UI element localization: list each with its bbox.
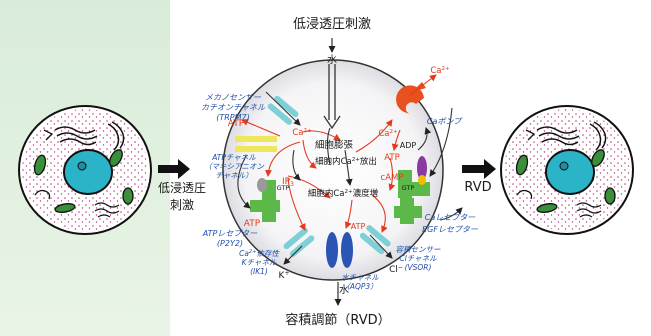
egf-receptor-label: EGFレセプター — [422, 225, 479, 234]
ca-pump-label: Caポンプ — [427, 117, 463, 126]
rvd-right-label: RVD — [464, 180, 491, 195]
left-cell-illustration — [18, 105, 152, 235]
egf-receptor — [394, 198, 422, 224]
stimulus-top-label: 低浸透圧刺激 — [293, 17, 371, 32]
ca-label-pump-inner: Ca2+ — [378, 129, 398, 139]
trpm7-channel — [267, 95, 299, 125]
water-bottom-label: 水 — [339, 284, 349, 296]
trpm7-label-3: (TRPM7) — [216, 113, 250, 122]
trpm7-label-2: カチオンチャネル — [201, 103, 266, 112]
ca-pump — [396, 82, 426, 114]
aqp3-label-1: 水チャネル — [341, 273, 379, 282]
gtp-label-left: GTP — [277, 184, 290, 192]
p2y2-label-1: ATPレセプター — [202, 229, 259, 238]
adp-label: ADP — [400, 141, 417, 150]
atp-channel-label-2: （マキシアニオン — [204, 162, 264, 171]
vsor-label-1: 容積センサー — [396, 245, 441, 254]
p2y2-receptor — [250, 178, 280, 222]
water-top-label: 水 — [327, 54, 337, 66]
stimulus-left-line2: 刺激 — [170, 198, 194, 212]
ip3-label: IP3 — [282, 177, 294, 188]
ca-release-label: 細胞内Ca2+放出 — [315, 156, 377, 167]
trpm7-label-1: メカノセンサー — [205, 93, 262, 102]
vsor-channel — [359, 225, 391, 255]
ca-receptor-label: Caレセプター — [425, 213, 476, 222]
gtp-protein-right — [417, 156, 427, 180]
right-cell-illustration — [500, 105, 634, 235]
cl-ion-label: Cl− — [389, 264, 403, 275]
water-inflow-arrow — [323, 38, 341, 130]
camp-label: cAMP — [381, 173, 404, 183]
ca-increase-label: 細胞内Ca2+濃度増 — [308, 188, 378, 199]
stimulus-left-line1: 低浸透圧 — [158, 181, 206, 195]
aqp3-label-2: （AQP3） — [342, 282, 377, 291]
ik1-label-1: Ca2+依存性 — [239, 249, 280, 258]
atp-channel-label-1: ATPチャネル — [211, 153, 256, 162]
ik1-label-2: Kチャネル — [242, 258, 277, 267]
atp-label-right: ATP — [384, 153, 399, 163]
ca-label-trpm7: Ca2+ — [292, 128, 312, 138]
ik1-label-3: (IK1) — [250, 267, 268, 276]
cell-swelling-label: 細胞膨張 — [315, 139, 354, 151]
p2y2-label-2: (P2Y2) — [217, 239, 243, 248]
atp-channel — [235, 136, 277, 152]
right-transition-arrow — [462, 159, 496, 179]
atp-label-bottom-right: ATP — [351, 222, 366, 231]
k-ion-label: K+ — [279, 270, 290, 281]
bottom-title: 容積調節（RVD） — [285, 312, 390, 328]
vsor-label-2: Clチャネル — [399, 254, 437, 263]
atp-label-top: ATP — [228, 119, 245, 129]
left-transition-arrow — [158, 159, 190, 179]
atp-channel-label-3: チャネル） — [215, 171, 252, 180]
gtp-label-right: GTP — [402, 184, 415, 192]
ca-receptor — [398, 170, 430, 198]
vsor-label-3: (VSOR) — [405, 263, 432, 272]
aqp3-channel — [326, 232, 353, 268]
signaling-arrows — [237, 107, 463, 233]
ca-label-pump-outer: Ca2+ — [430, 66, 450, 76]
atp-label-left: ATP — [244, 219, 261, 229]
